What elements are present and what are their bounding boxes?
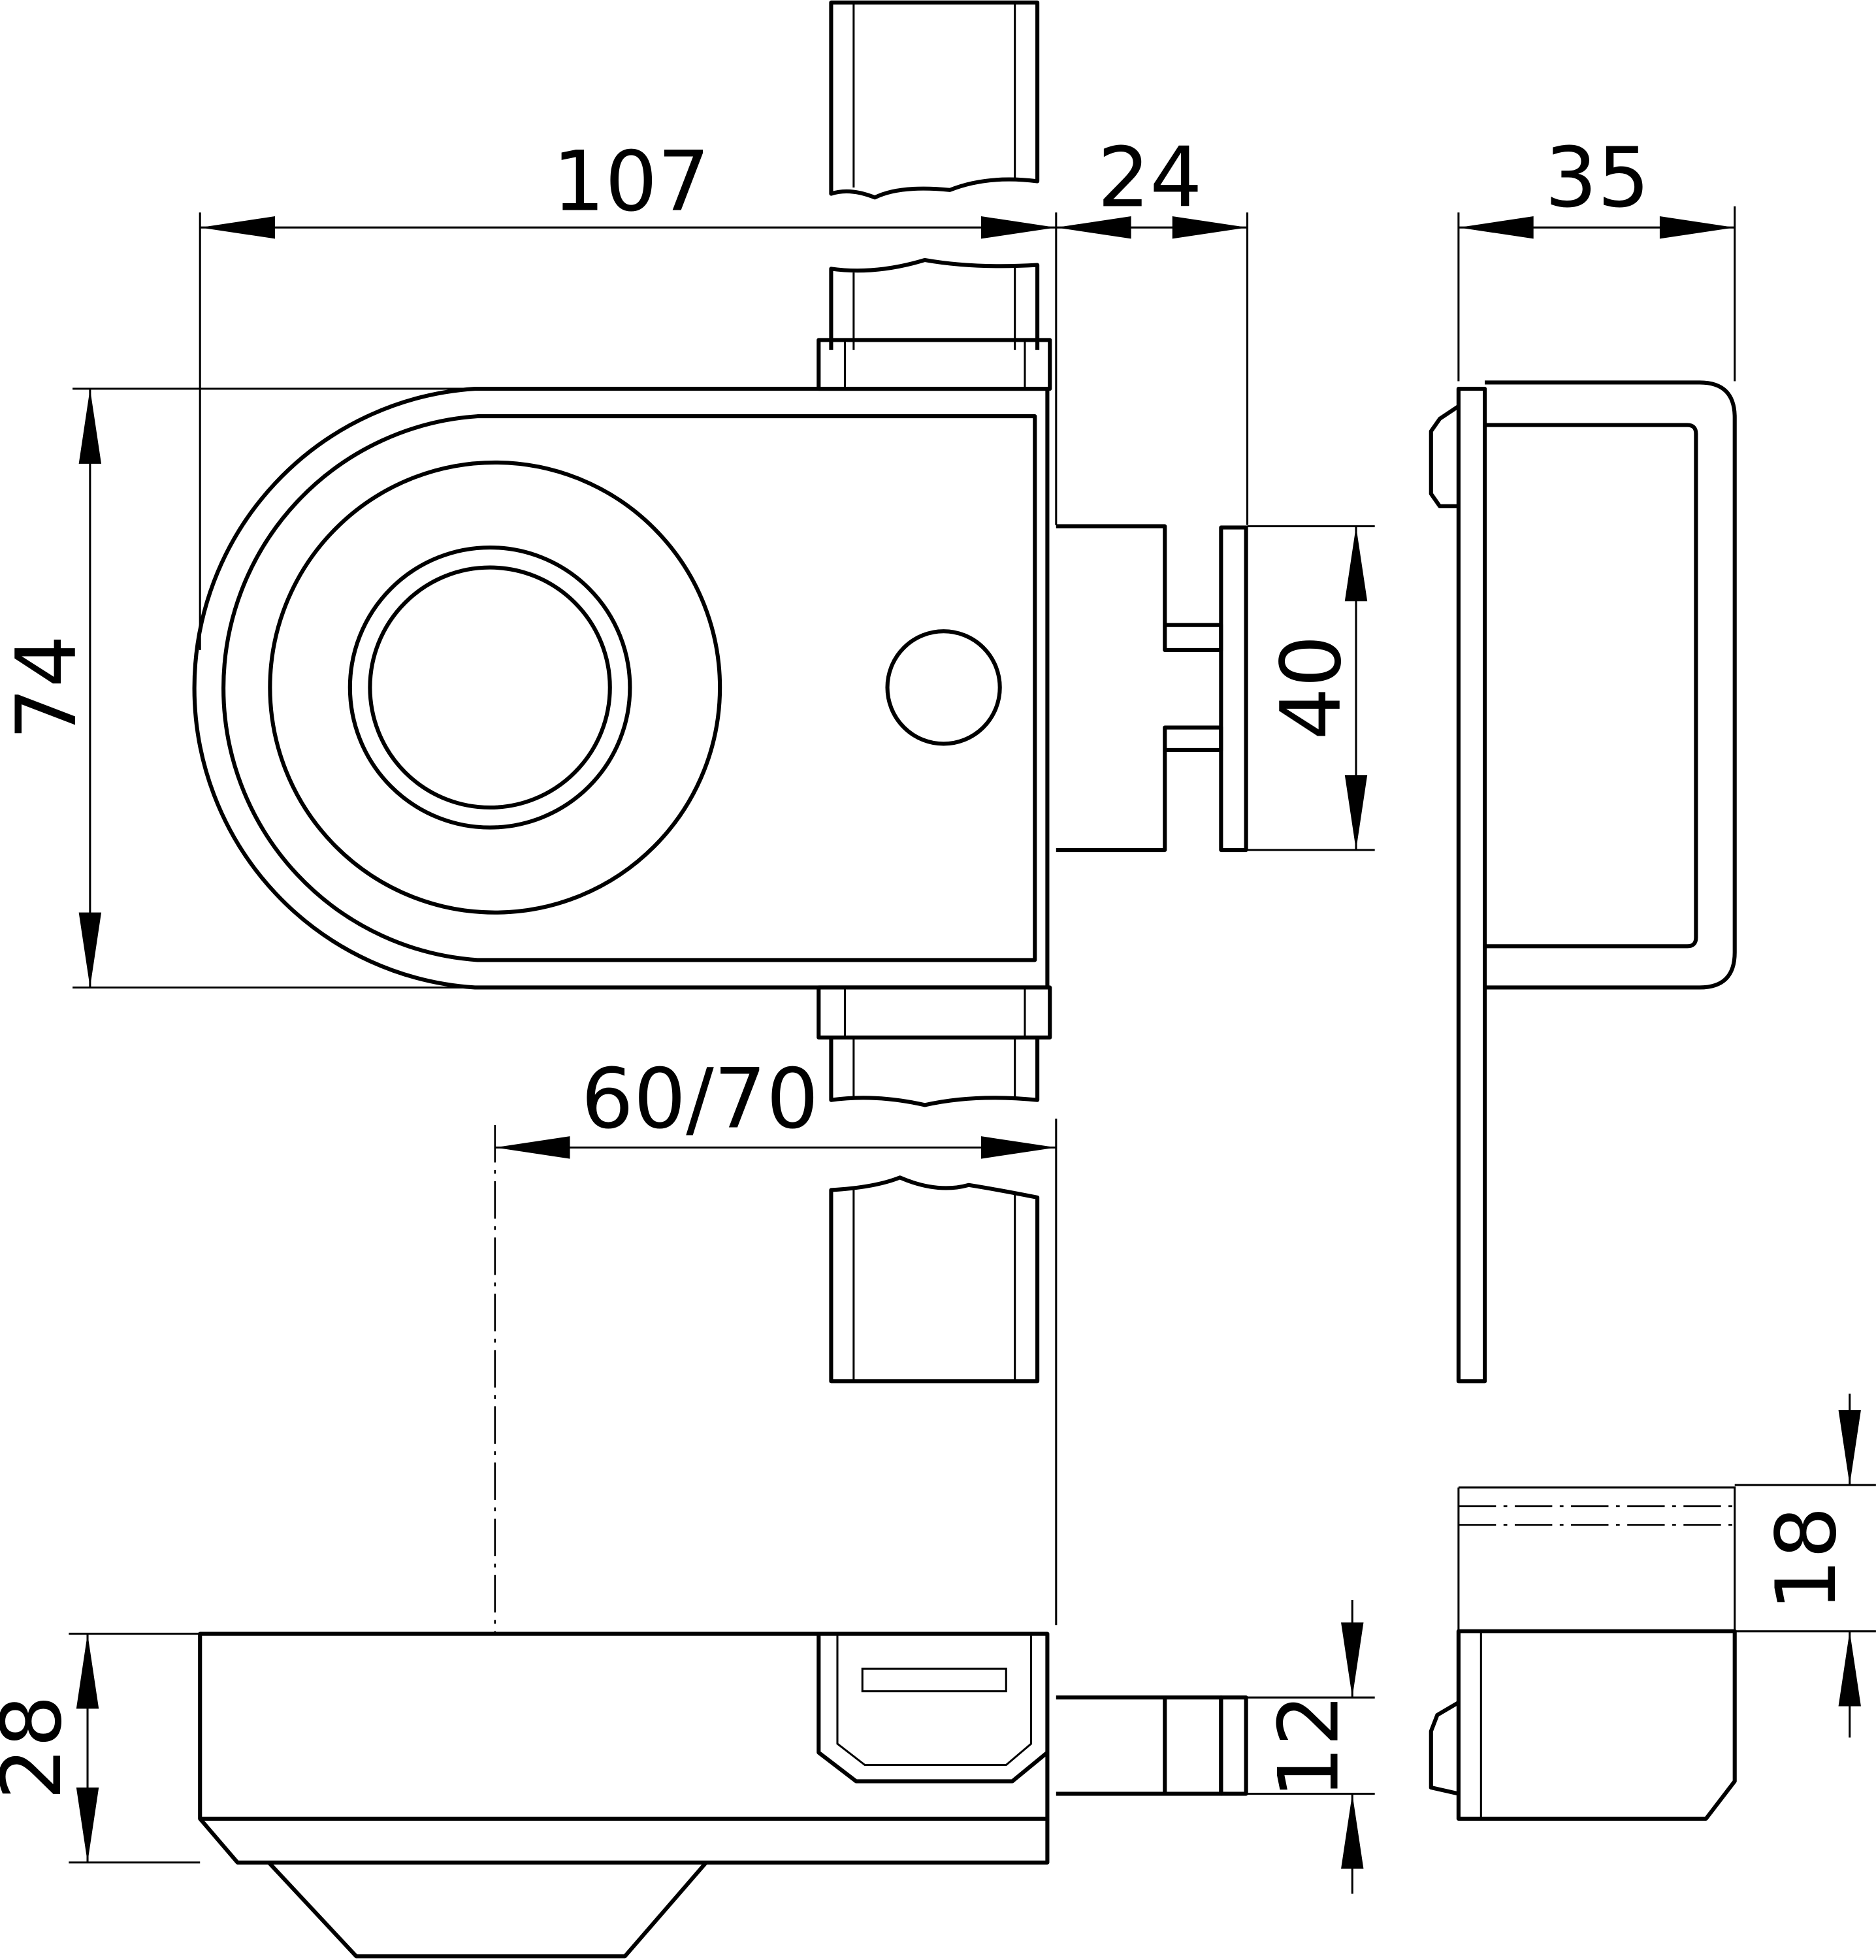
- dim-width-overall: 107: [553, 133, 710, 229]
- side-view: [1429, 380, 1737, 1384]
- dim-height-body: 74: [0, 635, 95, 740]
- front-view: [192, 0, 1248, 1384]
- dim-bolt-projection: 24: [1097, 130, 1203, 226]
- dim-body-thickness: 28: [0, 1695, 80, 1800]
- dim-bolt-thickness: 12: [1261, 1693, 1357, 1799]
- dim-depth-side: 35: [1545, 130, 1650, 226]
- dimension-lines: [69, 206, 1876, 1894]
- dim-backset: 60/70: [581, 1051, 819, 1147]
- bottom-view: [198, 1486, 1737, 1959]
- dim-keeper-height: 18: [1758, 1507, 1854, 1612]
- dim-bolt-height: 40: [1263, 635, 1359, 740]
